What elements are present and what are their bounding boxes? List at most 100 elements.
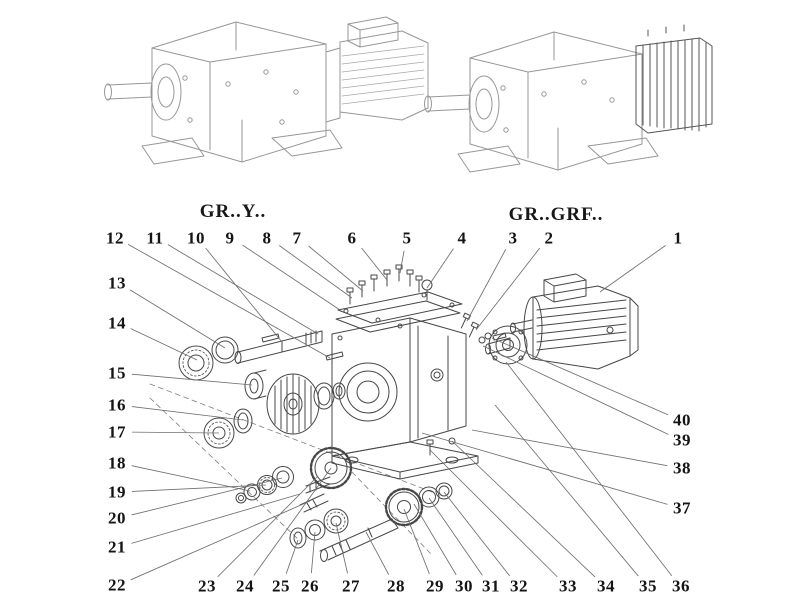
exploded-view bbox=[149, 264, 639, 562]
part-number-3: 3 bbox=[506, 228, 520, 248]
leader-line-22 bbox=[130, 500, 311, 581]
bearing-cap bbox=[244, 369, 267, 400]
small-rings bbox=[235, 466, 294, 504]
shaft-key-2 bbox=[325, 351, 344, 361]
part-number-38: 38 bbox=[671, 458, 693, 478]
leader-line-39 bbox=[482, 345, 669, 435]
part-number-17: 17 bbox=[106, 422, 128, 442]
electric-motor bbox=[510, 273, 639, 370]
motor-flange bbox=[488, 325, 528, 365]
part-number-35: 35 bbox=[637, 576, 659, 596]
variant-label-gr-y: GR..Y.. bbox=[199, 201, 267, 222]
part-number-9: 9 bbox=[223, 228, 237, 248]
part-number-5: 5 bbox=[400, 228, 414, 248]
leader-line-21 bbox=[131, 493, 301, 544]
leader-line-6 bbox=[361, 247, 388, 281]
output-shaft bbox=[319, 518, 399, 562]
oil-seal bbox=[211, 336, 239, 364]
part-number-40: 40 bbox=[671, 410, 693, 430]
part-number-16: 16 bbox=[106, 395, 128, 415]
part-number-2: 2 bbox=[542, 228, 556, 248]
part-number-26: 26 bbox=[299, 576, 321, 596]
eye-bolt bbox=[421, 279, 433, 301]
part-number-34: 34 bbox=[595, 576, 617, 596]
part-number-37: 37 bbox=[671, 498, 693, 518]
leader-line-35 bbox=[494, 404, 639, 577]
part-number-39: 39 bbox=[671, 430, 693, 450]
gear-housing bbox=[331, 317, 479, 480]
leader-line-33 bbox=[429, 449, 558, 578]
leader-line-4 bbox=[426, 248, 454, 289]
output-washers bbox=[289, 519, 326, 549]
spacer-ring bbox=[233, 408, 253, 434]
part-number-8: 8 bbox=[260, 228, 274, 248]
variant-label-gr-grf: GR..GRF.. bbox=[508, 204, 604, 225]
phantom-lines bbox=[149, 383, 434, 557]
part-number-10: 10 bbox=[185, 228, 207, 248]
part-number-15: 15 bbox=[106, 363, 128, 383]
part-number-11: 11 bbox=[144, 228, 166, 248]
large-helical-gear bbox=[266, 373, 320, 435]
leader-line-32 bbox=[443, 491, 510, 577]
part-number-36: 36 bbox=[670, 576, 692, 596]
leader-line-20 bbox=[131, 477, 283, 516]
part-number-21: 21 bbox=[106, 537, 128, 557]
part-number-27: 27 bbox=[340, 576, 362, 596]
part-number-32: 32 bbox=[508, 576, 530, 596]
leader-line-16 bbox=[131, 406, 244, 421]
leader-line-10 bbox=[205, 247, 283, 343]
cover-bolts bbox=[346, 264, 423, 305]
leader-line-24 bbox=[253, 467, 332, 576]
leader-line-18 bbox=[131, 465, 251, 492]
input-shaft-assembly bbox=[234, 330, 344, 364]
leader-line-34 bbox=[451, 440, 596, 578]
assembled-view-gr-grf bbox=[424, 24, 713, 173]
part-number-7: 7 bbox=[290, 228, 304, 248]
leader-line-12 bbox=[127, 243, 331, 359]
leader-line-8 bbox=[279, 245, 353, 299]
leader-line-19 bbox=[131, 484, 267, 492]
part-number-20: 20 bbox=[106, 508, 128, 528]
fan-cover-block bbox=[635, 24, 713, 134]
cover-gasket bbox=[335, 300, 461, 333]
leader-line-1 bbox=[599, 245, 666, 293]
part-number-23: 23 bbox=[196, 576, 218, 596]
leader-line-27 bbox=[335, 522, 348, 574]
leader-line-14 bbox=[130, 328, 198, 361]
leader-line-29 bbox=[403, 508, 430, 575]
leader-line-9 bbox=[242, 244, 341, 311]
leader-line-15 bbox=[131, 373, 253, 386]
part-number-22: 22 bbox=[106, 575, 128, 595]
leader-line-28 bbox=[365, 531, 390, 575]
leader-line-25 bbox=[285, 539, 299, 574]
part-number-28: 28 bbox=[385, 576, 407, 596]
leader-line-37 bbox=[421, 432, 668, 505]
part-number-29: 29 bbox=[424, 576, 446, 596]
leader-line-17 bbox=[131, 431, 220, 434]
part-number-18: 18 bbox=[106, 453, 128, 473]
leader-line-7 bbox=[308, 245, 364, 292]
leader-line-38 bbox=[471, 429, 668, 467]
intermediate-gear bbox=[305, 446, 353, 494]
assembled-view-gr-y bbox=[104, 16, 429, 165]
part-number-31: 31 bbox=[480, 576, 502, 596]
part-number-13: 13 bbox=[106, 273, 128, 293]
output-gear bbox=[384, 487, 424, 527]
leader-line-31 bbox=[428, 497, 483, 576]
housing-cover bbox=[337, 291, 463, 324]
leader-line-26 bbox=[310, 531, 316, 574]
part-number-6: 6 bbox=[345, 228, 359, 248]
part-number-30: 30 bbox=[453, 576, 475, 596]
part-number-4: 4 bbox=[455, 228, 469, 248]
retaining-rings bbox=[418, 482, 453, 508]
leader-line-11 bbox=[167, 244, 319, 335]
part-number-14: 14 bbox=[106, 313, 128, 333]
leader-line-13 bbox=[129, 289, 226, 349]
part-number-19: 19 bbox=[106, 482, 128, 502]
part-number-25: 25 bbox=[270, 576, 292, 596]
leader-line-2 bbox=[475, 247, 541, 331]
gear-washer-ring bbox=[313, 382, 346, 410]
part-number-1: 1 bbox=[671, 228, 685, 248]
